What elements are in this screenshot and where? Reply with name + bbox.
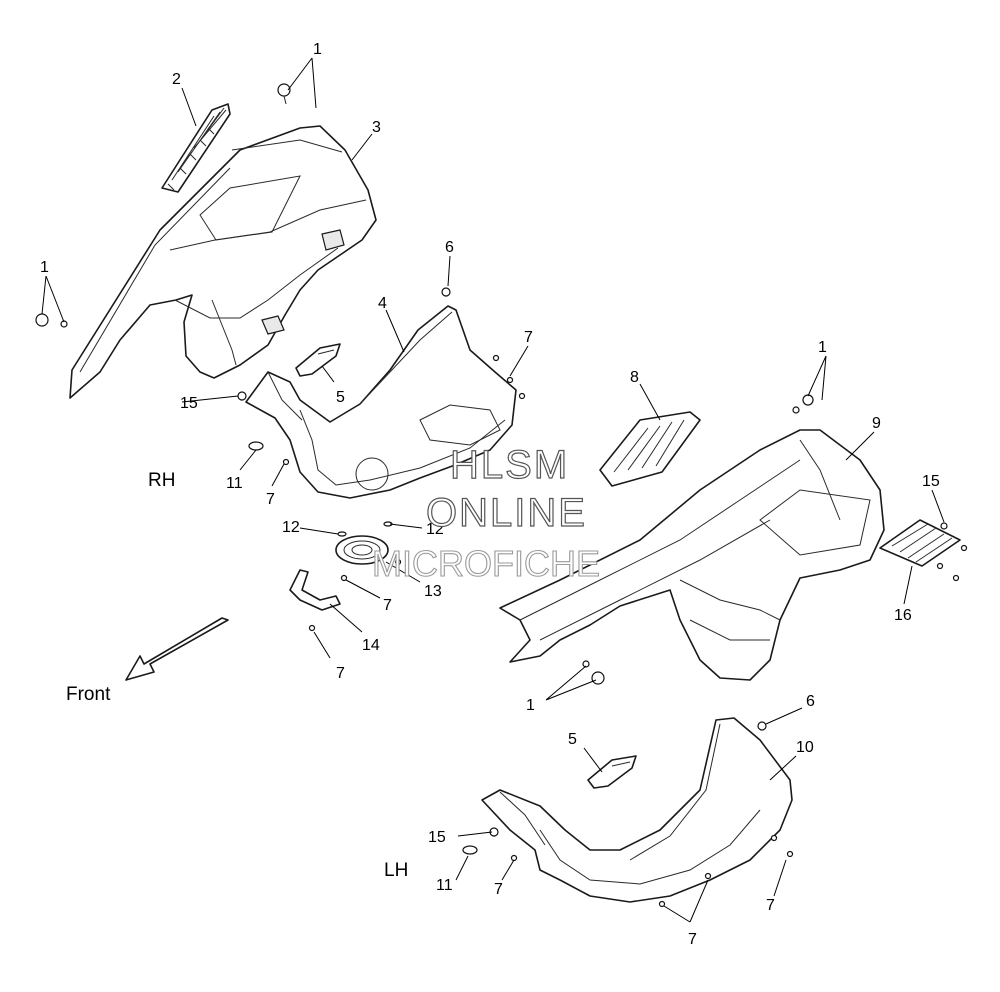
grommet-11b: [462, 845, 478, 855]
callout-4: 4: [378, 295, 387, 312]
part-2-vent-grille-rh: [161, 103, 231, 193]
watermark-line1: HLSM: [450, 443, 569, 487]
callout-1: 1: [40, 259, 49, 276]
callout-15: 15: [180, 395, 198, 412]
fastener-6b: [757, 721, 767, 731]
callout-14: 14: [362, 637, 380, 654]
callout-8: 8: [630, 369, 639, 386]
part-5-latch-lh: [587, 755, 637, 789]
callout-12: 12: [426, 521, 444, 538]
part-4-lower-panel-rh: [245, 305, 517, 499]
grommet-11a: [248, 441, 264, 451]
callout-numbers: 1 2 3 1 6 4 7 5 15 11 7 12 12 13 7 14 7 …: [40, 41, 940, 948]
watermark: HLSM ONLINE MICROFICHE: [371, 442, 600, 584]
part-14-bracket: [289, 569, 341, 611]
callout-16: 16: [894, 607, 912, 624]
callout-7: 7: [336, 665, 345, 682]
callout-1: 1: [526, 697, 535, 714]
callout-7: 7: [524, 329, 533, 346]
part-3-side-panel-rh: [69, 125, 377, 399]
callout-1: 1: [313, 41, 322, 58]
callout-12: 12: [282, 519, 300, 536]
front-direction-arrow: [125, 617, 229, 681]
callout-3: 3: [372, 119, 381, 136]
callout-7: 7: [494, 881, 503, 898]
fasteners: [35, 83, 968, 908]
leader-lines: [41, 57, 945, 923]
part-9-side-panel-lh: [499, 429, 885, 681]
callout-11: 11: [226, 475, 243, 492]
fastener-1b: [35, 313, 49, 327]
watermark-line3: MICROFICHE: [372, 543, 600, 584]
front-label: Front: [66, 684, 111, 705]
fastener-1c: [802, 394, 814, 406]
callout-7: 7: [266, 491, 275, 508]
callout-2: 2: [172, 71, 181, 88]
callout-11: 11: [436, 877, 453, 894]
rh-label: RH: [148, 470, 175, 491]
part-13-speaker-ring: [335, 535, 389, 565]
callout-7: 7: [766, 897, 775, 914]
callout-7: 7: [383, 597, 392, 614]
callout-6: 6: [445, 239, 454, 256]
callout-13: 13: [424, 583, 442, 600]
part-10-lower-panel-lh: [481, 717, 793, 903]
watermark-line2: ONLINE: [426, 491, 587, 535]
fastener-15c: [940, 522, 948, 530]
callout-15: 15: [922, 473, 940, 490]
callout-10: 10: [796, 739, 814, 756]
callout-15: 15: [428, 829, 446, 846]
part-8-vent-grille-center: [599, 411, 701, 487]
callout-5: 5: [336, 389, 345, 406]
callout-1: 1: [818, 339, 827, 356]
lh-label: LH: [384, 860, 408, 881]
part-5-latch-rh: [295, 343, 341, 377]
callout-5: 5: [568, 731, 577, 748]
callout-7: 7: [688, 931, 697, 948]
fastener-6a: [441, 287, 451, 297]
fastener-1d: [591, 671, 605, 685]
callout-6: 6: [806, 693, 815, 710]
washer-12a: [337, 531, 347, 537]
part-16-vent-grille-lh: [879, 519, 961, 567]
fastener-15a: [237, 391, 247, 401]
callout-9: 9: [872, 415, 881, 432]
